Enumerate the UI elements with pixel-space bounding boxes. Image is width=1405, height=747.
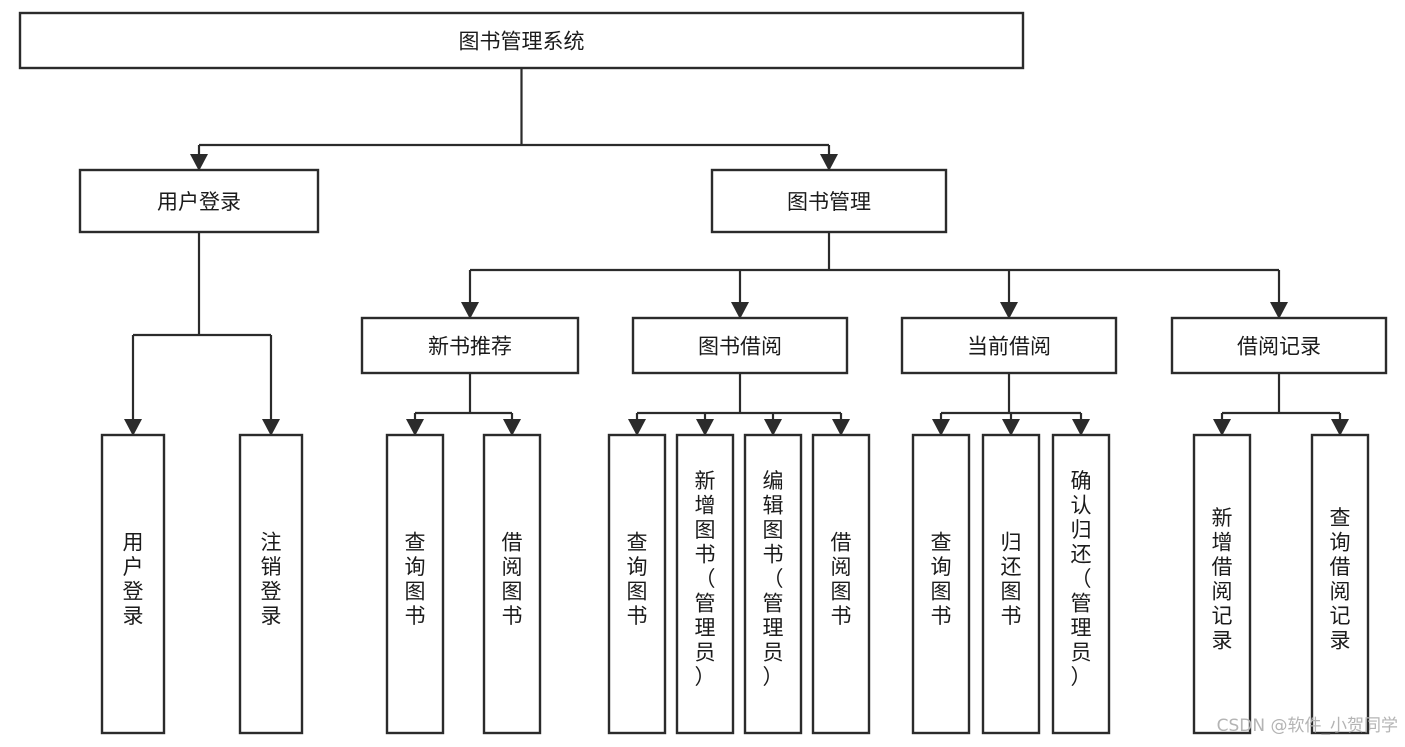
node-label-leaf-borrow-book: 借阅图书 [831, 530, 852, 628]
node-box-borrow-record [1170, 316, 1388, 375]
arrow-head-icon [262, 419, 280, 436]
node-user-login[interactable]: 用户登录 [78, 168, 320, 234]
arrow-head-icon [932, 419, 950, 436]
node-box-leaf-query-book-current [911, 433, 971, 735]
arrow-head-icon [1270, 302, 1288, 319]
node-box-leaf-query-book-borrow [607, 433, 667, 735]
node-root[interactable]: 图书管理系统 [18, 11, 1025, 70]
node-box-leaf-return-book [981, 433, 1041, 735]
node-label-user-login: 用户登录 [157, 190, 241, 214]
node-leaf-borrow-book-rec[interactable]: 借阅图书 [482, 433, 542, 735]
node-label-leaf-return-book: 归还图书 [1001, 530, 1022, 628]
node-label-leaf-query-book-rec: 查询图书 [405, 530, 426, 628]
node-label-leaf-edit-book: 编辑图书（管理员） [763, 469, 784, 689]
node-leaf-user-logout[interactable]: 注销登录 [238, 433, 304, 735]
node-label-leaf-user-logout: 注销登录 [261, 530, 282, 628]
node-label-new-book-rec: 新书推荐 [428, 335, 512, 359]
arrow-head-icon [190, 154, 208, 171]
node-label-leaf-query-book-current: 查询图书 [931, 530, 952, 628]
node-box-leaf-query-record [1310, 433, 1370, 735]
node-leaf-add-record[interactable]: 新增借阅记录 [1192, 433, 1252, 735]
arrow-head-icon [1002, 419, 1020, 436]
node-leaf-query-record[interactable]: 查询借阅记录 [1310, 433, 1370, 735]
node-box-leaf-add-record [1192, 433, 1252, 735]
node-new-book-rec[interactable]: 新书推荐 [360, 316, 580, 375]
node-book-borrow[interactable]: 图书借阅 [631, 316, 849, 375]
node-label-leaf-query-record: 查询借阅记录 [1330, 506, 1351, 653]
node-label-current-borrow: 当前借阅 [967, 335, 1051, 359]
arrow-head-icon [1213, 419, 1231, 436]
arrow-head-icon [832, 419, 850, 436]
arrow-head-icon [406, 419, 424, 436]
node-current-borrow[interactable]: 当前借阅 [900, 316, 1118, 375]
node-box-current-borrow [900, 316, 1118, 375]
node-leaf-return-book[interactable]: 归还图书 [981, 433, 1041, 735]
connector-from-user-login [124, 232, 280, 436]
node-box-leaf-borrow-book [811, 433, 871, 735]
node-label-leaf-query-book-borrow: 查询图书 [627, 530, 648, 628]
node-box-leaf-edit-book [743, 433, 803, 735]
connector-from-borrow-record [1213, 373, 1349, 436]
node-label-leaf-borrow-book-rec: 借阅图书 [502, 530, 523, 628]
node-label-book-borrow: 图书借阅 [698, 335, 782, 359]
connector-from-current-borrow [932, 373, 1090, 436]
node-leaf-query-book-borrow[interactable]: 查询图书 [607, 433, 667, 735]
node-box-leaf-user-login [100, 433, 166, 735]
node-label-leaf-confirm-return: 确认归还（管理员） [1071, 469, 1092, 689]
node-box-new-book-rec [360, 316, 580, 375]
node-label-leaf-user-login: 用户登录 [123, 530, 144, 628]
arrow-head-icon [461, 302, 479, 319]
node-leaf-query-book-current[interactable]: 查询图书 [911, 433, 971, 735]
node-label-book-manage: 图书管理 [787, 190, 871, 214]
arrow-head-icon [1072, 419, 1090, 436]
node-box-leaf-confirm-return [1051, 433, 1111, 735]
node-leaf-add-book[interactable]: 新增图书（管理员） [675, 433, 735, 735]
node-box-user-login [78, 168, 320, 234]
node-leaf-user-login[interactable]: 用户登录 [100, 433, 166, 735]
node-leaf-edit-book[interactable]: 编辑图书（管理员） [743, 433, 803, 735]
arrow-head-icon [696, 419, 714, 436]
arrow-head-icon [1331, 419, 1349, 436]
connector-from-root [190, 68, 838, 171]
node-label-leaf-add-record: 新增借阅记录 [1212, 506, 1233, 653]
node-label-borrow-record: 借阅记录 [1237, 335, 1321, 359]
arrow-head-icon [731, 302, 749, 319]
connector-from-book-borrow [628, 373, 850, 436]
arrow-head-icon [1000, 302, 1018, 319]
node-label-root: 图书管理系统 [459, 30, 585, 54]
node-boxes: 图书管理系统用户登录图书管理新书推荐图书借阅当前借阅借阅记录用户登录注销登录查询… [18, 11, 1388, 735]
node-leaf-query-book-rec[interactable]: 查询图书 [385, 433, 445, 735]
arrow-head-icon [628, 419, 646, 436]
arrow-head-icon [764, 419, 782, 436]
arrow-head-icon [503, 419, 521, 436]
node-box-leaf-add-book [675, 433, 735, 735]
csdn-watermark: CSDN @软件_小贺同学 [1217, 716, 1398, 736]
arrow-head-icon [820, 154, 838, 171]
arrow-head-icon [124, 419, 142, 436]
node-box-book-borrow [631, 316, 849, 375]
node-box-leaf-borrow-book-rec [482, 433, 542, 735]
connector-lines [124, 68, 1349, 436]
connector-from-new-book-rec [406, 373, 521, 436]
node-book-manage[interactable]: 图书管理 [710, 168, 948, 234]
node-leaf-borrow-book[interactable]: 借阅图书 [811, 433, 871, 735]
node-box-book-manage [710, 168, 948, 234]
node-box-root [18, 11, 1025, 70]
node-borrow-record[interactable]: 借阅记录 [1170, 316, 1388, 375]
node-box-leaf-query-book-rec [385, 433, 445, 735]
node-leaf-confirm-return[interactable]: 确认归还（管理员） [1051, 433, 1111, 735]
node-box-leaf-user-logout [238, 433, 304, 735]
node-label-leaf-add-book: 新增图书（管理员） [695, 469, 716, 689]
connector-from-book-manage [461, 232, 1288, 319]
